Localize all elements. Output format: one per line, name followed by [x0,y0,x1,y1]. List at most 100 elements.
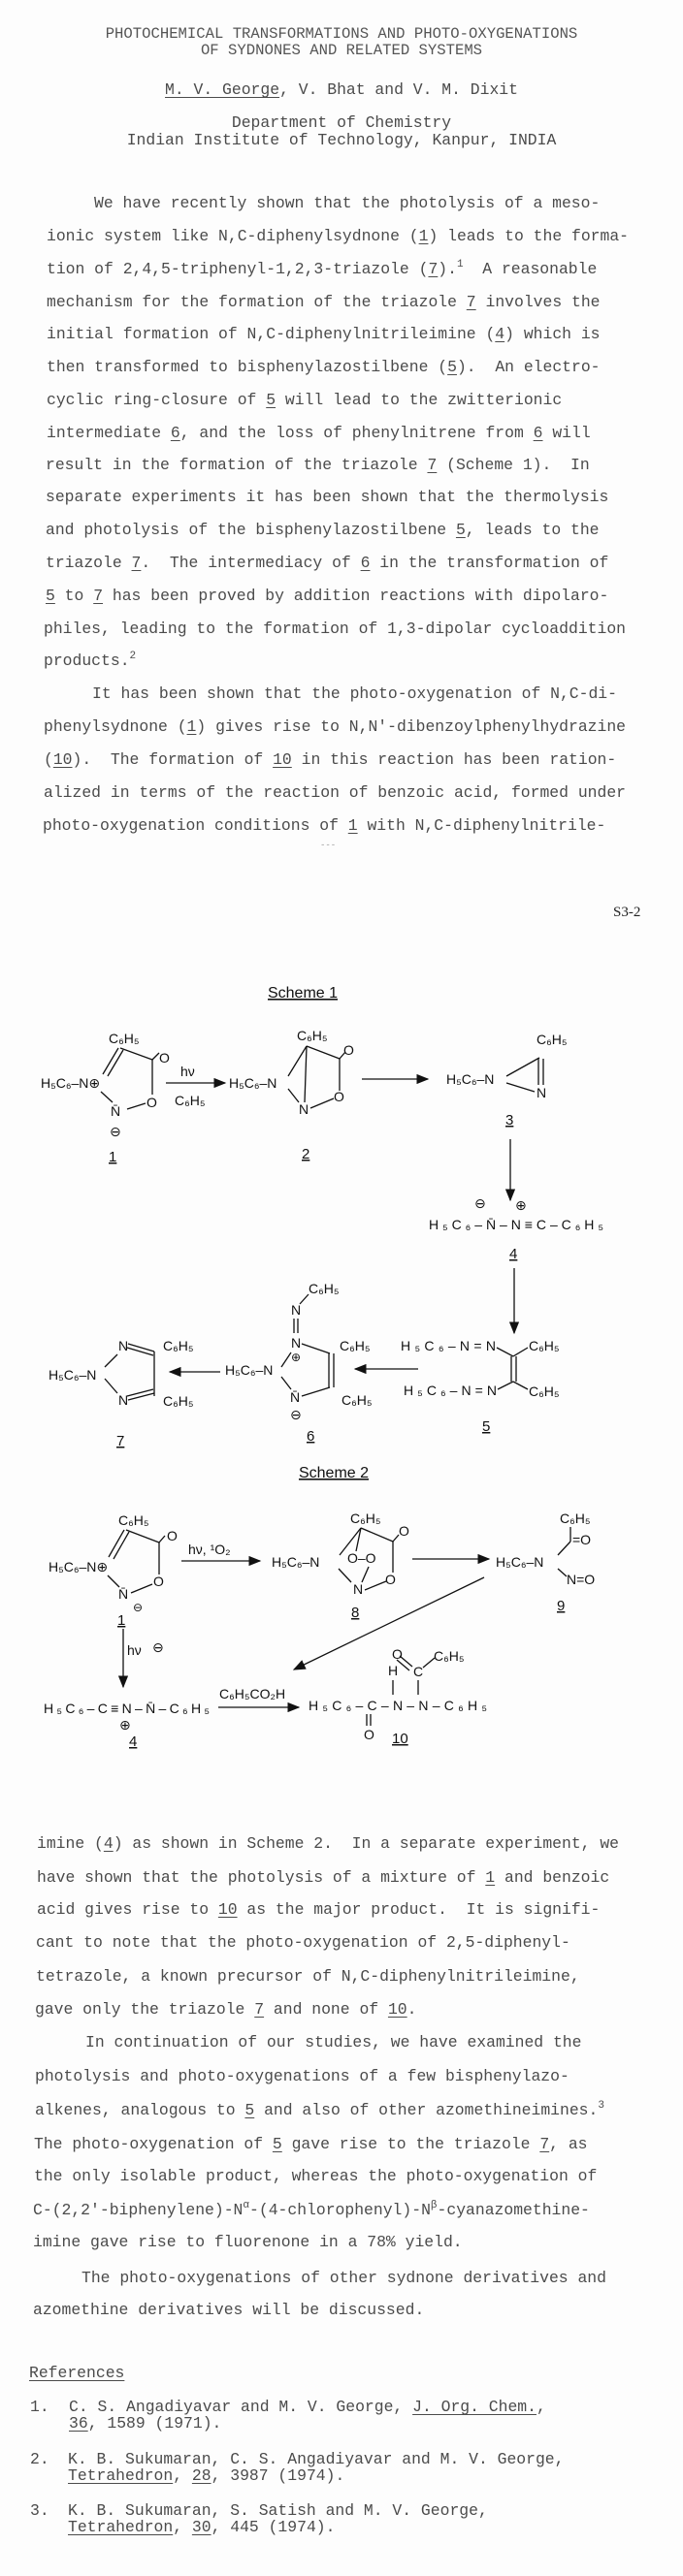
underlined-text: 5 [46,587,55,605]
condition-hv: hν [127,1642,142,1658]
phenyl-label: C₆H₅ [434,1648,465,1664]
text-line: tetrazole, a known precursor of N,C-diph… [36,1966,580,1988]
text-line: photolysis and photo-oxygenations of a f… [35,2066,569,2087]
text-segment: , [173,2466,192,2485]
text-segment: We have recently shown that the photolys… [94,194,601,212]
text-line: The photo-oxygenation of 5 gave rise to … [34,2134,588,2155]
atom-o: O [364,1727,374,1742]
scheme-1: Scheme 1 C₆H₅ O H₅C₆–N⊕ O N̄ ⊖ 1 hν C₆H₅… [41,985,603,1449]
superscript: β [430,2200,438,2211]
underlined-text: 7 [428,260,439,278]
text-line: intermediate 6, and the loss of phenylni… [47,423,591,444]
reagent-benzoic-acid: C₆H₅CO₂H [219,1686,285,1701]
text-line: cyclic ring-closure of 5 will lead to th… [47,390,562,411]
underlined-text: 10 [52,750,73,769]
text-line: tion of 2,4,5-triphenyl-1,2,3-triazole (… [47,259,597,280]
compound-3: C₆H₅ H₅C₆–N N 3 [446,1032,568,1129]
underlined-text: 10 [387,2000,407,2019]
reference-text: Tetrahedron, 30, 445 (1974). [68,2517,335,2538]
underlined-text: 1 [485,1868,496,1887]
compound-number: 1 [109,1149,116,1165]
text-segment: as the major product. It is signifi- [237,1900,601,1919]
underlined-text: Tetrahedron [68,2466,174,2485]
text-segment: (Scheme 1). In [437,456,590,474]
text-segment: , 1589 (1971). [87,2414,222,2433]
atom-label: H₅C₆–N [272,1554,319,1570]
atom-n: N̄ [111,1103,120,1119]
text-line: imine (4) as shown in Scheme 2. In a sep… [37,1833,619,1855]
atom-c: C [413,1664,423,1679]
atom-n: N [537,1085,546,1100]
reference-number: 1. [30,2398,49,2416]
affiliation-institute: Indian Institute of Technology, Kanpur, … [126,131,557,149]
atom-o: O [399,1523,409,1539]
text-segment: intermediate [47,424,171,442]
atom-o: O [334,1089,344,1104]
underlined-text: 28 [191,2466,211,2485]
text-line: (10). The formation of 10 in this reacti… [44,749,616,771]
text-segment: acid gives rise to [37,1900,218,1919]
compound-9-nitroso: C₆H₅ =O H₅C₆–N N=O 9 [496,1511,595,1614]
atom-n: N [353,1581,363,1597]
underlined-text: 7 [427,456,438,474]
atom-label: H₅C₆–N⊕ [41,1075,100,1091]
charge-minus: ⊖ [133,1601,143,1614]
text-segment: initial formation of N,C-diphenylnitrile… [47,325,496,343]
text-line: 5 to 7 has been proved by addition react… [46,586,608,607]
text-segment: have shown that the photolysis of a mixt… [37,1868,486,1887]
text-segment: philes, leading to the formation of 1,3-… [44,620,626,638]
atom-n: N [118,1338,128,1353]
underlined-text: 1 [186,717,197,736]
phenyl-label: C₆H₅ [163,1338,194,1353]
text-segment: imine ( [37,1834,104,1853]
text-segment: will lead to the zwitterionic [276,391,563,409]
phenyl-label: C₆H₅ [118,1512,149,1528]
atom-o: O [159,1050,170,1065]
text-segment: ). An electro- [456,358,601,376]
formula: H₅C₆–C–N–N–C₆H₅ [309,1698,487,1713]
text-line: We have recently shown that the photolys… [94,193,600,214]
underlined-text: 7 [466,293,476,311]
text-segment: and photolysis of the bisphenylazostilbe… [46,521,456,539]
compound-5-bisphenylazostilbene: H₅C₆–N=N C₆H₅ H₅C₆–N=N C₆H₅ 5 [401,1338,560,1435]
atom-o: O [392,1646,403,1662]
underlined-text: 30 [191,2518,211,2536]
scheme-2-title: Scheme 2 [299,1465,369,1481]
reaction-arrow [292,1576,485,1670]
text-segment: . The intermediacy of [141,554,361,572]
phenyl-label: C₆H₅ [529,1383,560,1399]
text-segment: involves the [475,293,601,311]
text-segment: , and the loss of phenylnitrene from [179,424,534,442]
text-line: The photo-oxygenations of other sydnone … [81,2268,606,2289]
atom-label: H₅C₆–N [229,1075,276,1091]
underlined-text: 5 [455,521,466,539]
underlined-text: 1 [418,227,429,245]
underlined-text: 10 [273,750,292,769]
superscript: 1 [456,259,464,270]
text-segment: ) as shown in Scheme 2. In a separate ex… [113,1834,620,1853]
compound-4-nitrileimine: ⊖ ⊕ H₅C₆–N̄–N≡C–C₆H₅ 4 [429,1195,603,1262]
text-segment: . [407,2000,417,2019]
atom-n: N̄ [118,1586,128,1602]
text-line: imine gave rise to fluorenone in a 78% y… [33,2232,463,2253]
underlined-text: 5 [272,2135,282,2153]
atom-o: O [153,1574,164,1589]
text-segment: ( [44,750,53,769]
charge-minus: ⊖ [152,1639,164,1655]
text-segment: the only isolable product, whereas the p… [34,2167,598,2185]
text-segment: , 445 (1974). [211,2518,336,2536]
reference-text: K. B. Sukumaran, S. Satish and M. V. Geo… [68,2500,488,2522]
phenyl-label: C₆H₅ [163,1393,194,1409]
formula: H₅C₆–N=N [401,1338,496,1353]
compound-number: 9 [557,1598,565,1614]
text-line: mechanism for the formation of the triaz… [47,292,601,313]
text-line: products.2 [44,651,136,672]
text-segment: and also of other azomethineimines. [254,2101,599,2119]
underlined-text: Tetrahedron [68,2518,174,2536]
atom-h: H [388,1663,398,1678]
reference-text: C. S. Angadiyavar and M. V. George, J. O… [69,2397,546,2418]
text-segment: alkenes, analogous to [35,2101,245,2119]
text-line: cant to note that the photo-oxygenation … [36,1932,570,1954]
text-line: acid gives rise to 10 as the major produ… [37,1899,600,1921]
